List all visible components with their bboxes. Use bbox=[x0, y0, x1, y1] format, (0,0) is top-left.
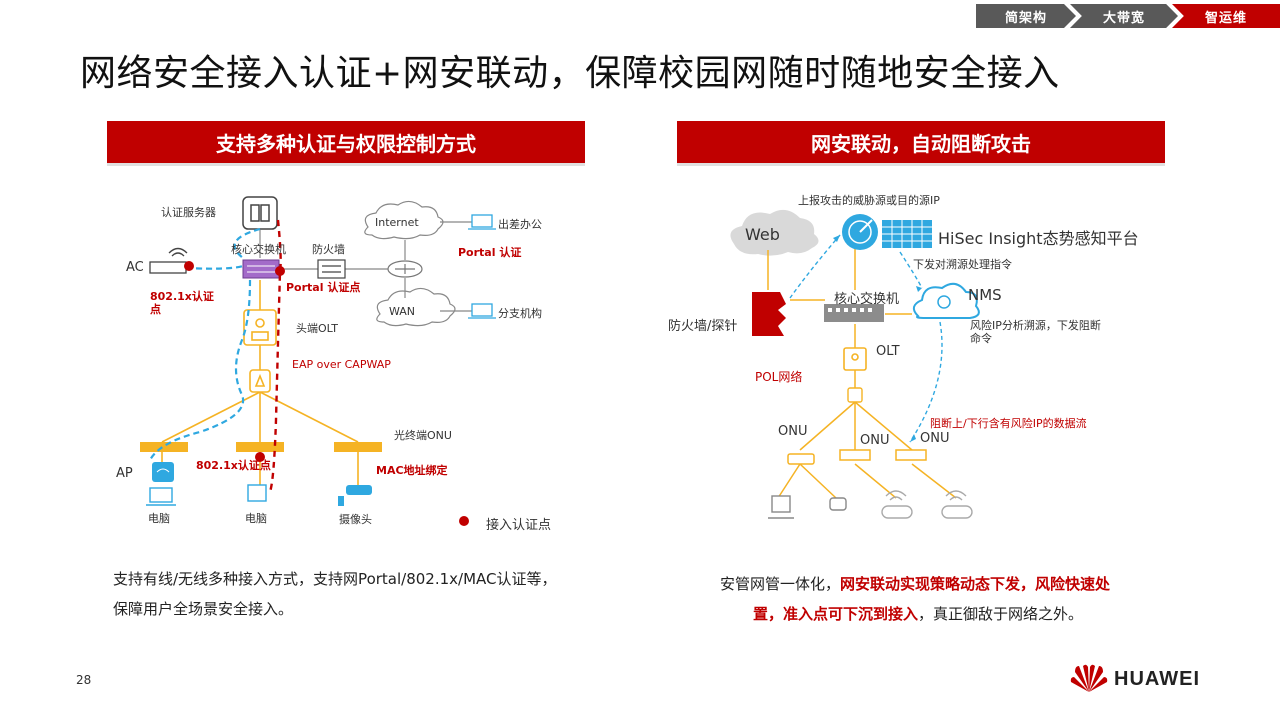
onu-icon bbox=[787, 449, 927, 465]
huawei-logo-icon bbox=[1070, 664, 1108, 692]
auth-point-marker bbox=[184, 261, 469, 526]
nav-item-architecture[interactable]: 简架构 bbox=[976, 4, 1076, 28]
label-wan: WAN bbox=[389, 305, 416, 318]
label-pc-1: 电脑 bbox=[148, 512, 170, 525]
nav-item-bandwidth[interactable]: 大带宽 bbox=[1070, 4, 1178, 28]
core-switch-icon bbox=[824, 304, 884, 322]
wireless-auth-path bbox=[149, 227, 261, 461]
hisec-radar-icon bbox=[842, 214, 878, 250]
label-block: 阻断上/下行含有风险IP的数据流 bbox=[930, 417, 1087, 430]
wifi-icon bbox=[881, 490, 973, 519]
label-business-trip: 出差办公 bbox=[498, 218, 542, 231]
label-core-switch: 核心交换机 bbox=[231, 243, 286, 256]
label-portal-point: Portal 认证点 bbox=[286, 281, 361, 294]
label-nms: NMS bbox=[968, 286, 1002, 304]
report-flow-arrow bbox=[789, 234, 943, 443]
onu-bar-icon bbox=[140, 442, 382, 452]
splitter-icon bbox=[847, 387, 863, 403]
label-portal-auth: Portal 认证 bbox=[458, 246, 522, 259]
laptop-icon bbox=[468, 214, 496, 319]
head-olt-icon bbox=[243, 309, 277, 346]
right-diagram bbox=[730, 209, 980, 519]
camera-icon bbox=[338, 485, 372, 506]
label-ap: AP bbox=[116, 466, 133, 481]
page-number: 28 bbox=[76, 673, 92, 687]
label-onu-1: ONU bbox=[778, 424, 808, 439]
label-camera: 摄像头 bbox=[339, 513, 372, 526]
right-banner: 网安联动，自动阻断攻击 bbox=[677, 121, 1165, 166]
pc-icon bbox=[146, 484, 267, 506]
web-cloud bbox=[730, 209, 819, 256]
label-dot1x-point: 802.1x认证点 bbox=[196, 459, 271, 472]
label-onu-3: ONU bbox=[920, 431, 950, 446]
wan-cloud bbox=[376, 287, 456, 327]
page-title: 网络安全接入认证+网安联动，保障校园网随时随地安全接入 bbox=[80, 53, 1060, 94]
core-switch-icon bbox=[242, 259, 280, 279]
label-pol: POL网络 bbox=[755, 370, 803, 384]
firewall-icon bbox=[317, 259, 346, 279]
nav-item-operations[interactable]: 智运维 bbox=[1172, 4, 1280, 28]
label-risk-analysis: 风险IP分析溯源，下发阻断 命令 bbox=[970, 319, 1101, 345]
label-firewall-probe: 防火墙/探针 bbox=[668, 319, 738, 334]
firewall-probe-icon bbox=[752, 292, 786, 336]
label-mac-binding: MAC地址绑定 bbox=[376, 464, 448, 477]
label-head-olt: 头端OLT bbox=[296, 322, 338, 335]
label-onu-terminal: 光终端ONU bbox=[394, 429, 452, 442]
auth-server-icon bbox=[242, 196, 278, 230]
label-hisec: HiSec Insight态势感知平台 bbox=[938, 229, 1139, 248]
label-branch: 分支机构 bbox=[498, 307, 542, 320]
ap-icon bbox=[152, 462, 174, 482]
brand-wordmark: HUAWEI bbox=[1114, 668, 1200, 690]
legend-auth-point: 接入认证点 bbox=[486, 518, 552, 533]
ac-device-icon bbox=[149, 247, 188, 274]
router-icon bbox=[387, 260, 423, 278]
nms-cloud-icon bbox=[912, 282, 980, 319]
right-caption: 安管网管一体化，网安联动实现策略动态下发，风险快速处 置，准入点可下沉到接入，真… bbox=[720, 575, 1111, 623]
wired-auth-path bbox=[268, 219, 282, 493]
label-web: Web bbox=[745, 225, 780, 244]
splitter-icon bbox=[249, 369, 271, 393]
pc-icon bbox=[768, 495, 794, 519]
label-dot1x-point-top: 802.1x认证 点 bbox=[150, 290, 214, 316]
label-pc-2: 电脑 bbox=[245, 512, 267, 525]
left-diagram bbox=[140, 196, 496, 526]
label-ac: AC bbox=[126, 260, 144, 275]
label-olt: OLT bbox=[876, 344, 900, 359]
label-eap: EAP over CAPWAP bbox=[292, 358, 391, 371]
label-firewall: 防火墙 bbox=[312, 243, 345, 256]
label-auth-server: 认证服务器 bbox=[161, 206, 216, 219]
left-banner: 支持多种认证与权限控制方式 bbox=[107, 121, 585, 166]
olt-icon bbox=[843, 347, 867, 371]
label-dispatch: 下发对溯源处理指令 bbox=[913, 258, 1012, 271]
label-internet: Internet bbox=[375, 216, 419, 229]
label-core-switch-right: 核心交换机 bbox=[834, 292, 900, 307]
camera-icon bbox=[829, 497, 847, 511]
label-report: 上报攻击的威胁源或目的源IP bbox=[798, 194, 940, 207]
left-caption: 支持有线/无线多种接入方式，支持网Portal/802.1x/MAC认证等， 保… bbox=[113, 570, 557, 618]
label-onu-2: ONU bbox=[860, 433, 890, 448]
